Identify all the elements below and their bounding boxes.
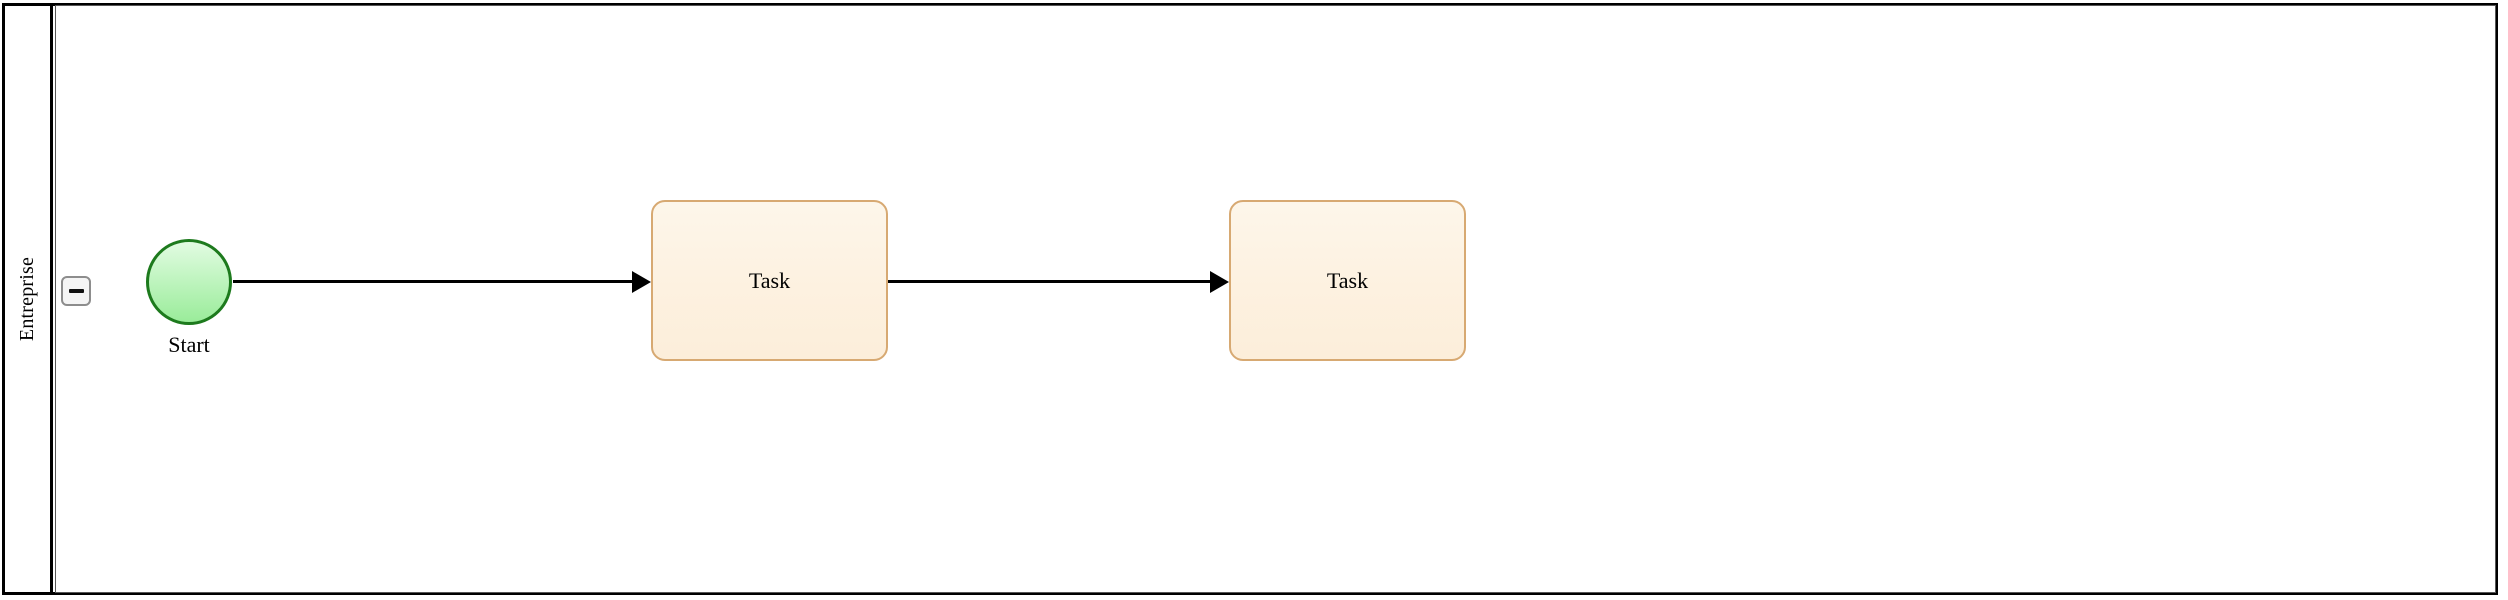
task-label: Task bbox=[1326, 267, 1369, 293]
arrowhead-icon bbox=[632, 271, 651, 293]
sequence-flow-task-1-to-task-2[interactable] bbox=[888, 271, 1229, 293]
start-event-node[interactable] bbox=[146, 239, 232, 325]
lane-header-entreprise[interactable]: Entreprise bbox=[2, 3, 53, 595]
arrowhead-icon bbox=[1210, 271, 1229, 293]
flow-line bbox=[233, 280, 634, 283]
sequence-flow-start-to-task-1[interactable] bbox=[233, 271, 651, 293]
start-event-label: Start bbox=[168, 332, 210, 357]
task-node-2[interactable]: Task bbox=[1229, 200, 1466, 361]
flow-line bbox=[888, 280, 1212, 283]
minus-icon-bar bbox=[68, 289, 84, 293]
minus-icon[interactable] bbox=[61, 276, 91, 306]
task-node-1[interactable]: Task bbox=[651, 200, 888, 361]
lane-title-label: Entreprise bbox=[16, 256, 39, 342]
task-label: Task bbox=[748, 267, 791, 293]
